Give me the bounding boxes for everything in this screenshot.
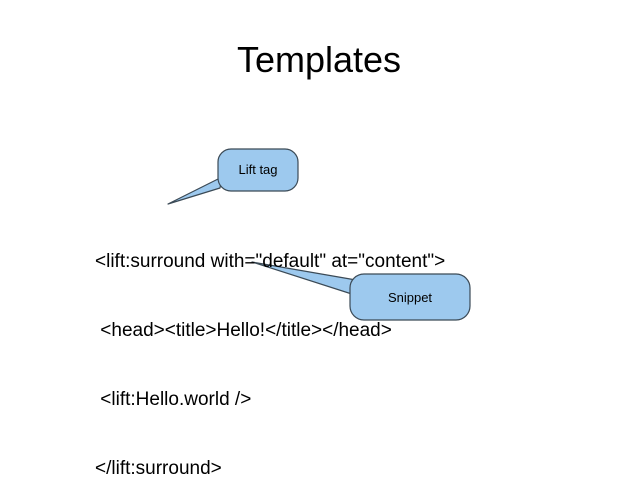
callout-snippet-shape xyxy=(251,261,471,321)
callout-snippet[interactable]: Snippet xyxy=(248,258,474,324)
page-title: Templates xyxy=(236,39,402,80)
code-line: </lift:surround> xyxy=(95,458,222,478)
callout-lift-tag-body xyxy=(217,148,299,192)
callout-lift-tag[interactable]: Lift tag xyxy=(160,144,300,208)
code-line: <lift:Hello.world /> xyxy=(95,389,252,410)
callout-snippet-body xyxy=(349,273,471,321)
code-line: <head><title>Hello!</title></head> xyxy=(95,320,392,341)
callout-lift-tag-tail xyxy=(167,176,223,205)
code-line: <lift:surround with="default" at="conten… xyxy=(95,251,446,272)
code-block: <lift:surround with="default" at="conten… xyxy=(95,204,445,478)
callout-lift-tag-shape xyxy=(167,148,299,205)
